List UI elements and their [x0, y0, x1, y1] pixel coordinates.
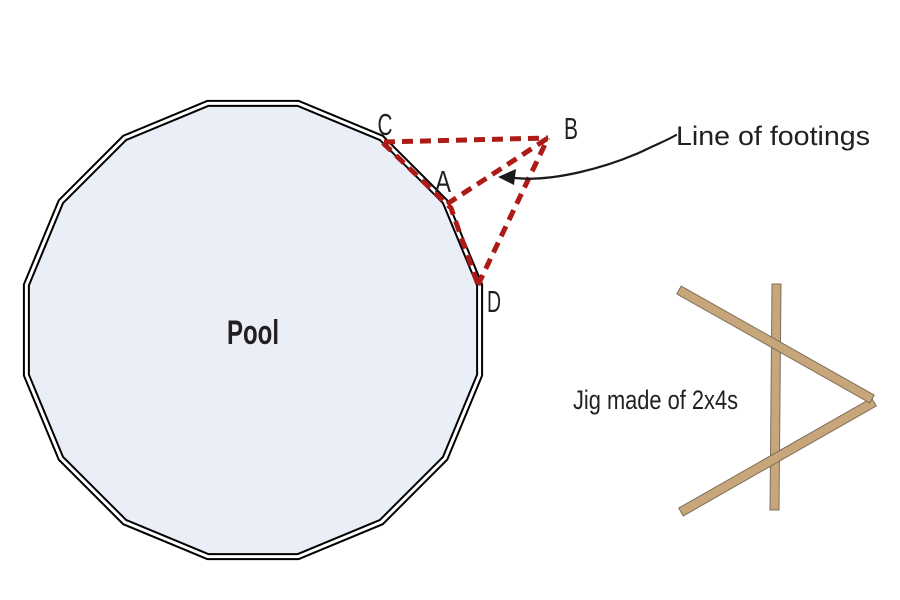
jig-board-lower-diagonal — [678, 397, 877, 517]
point-label-c: C — [378, 107, 393, 142]
pool-label: Pool — [227, 314, 279, 352]
callout-curve — [513, 133, 678, 180]
footings-callout: Line of footings — [498, 121, 870, 185]
footings-label: Line of footings — [676, 121, 870, 151]
point-label-b: B — [564, 111, 578, 146]
point-label-d: D — [487, 284, 501, 319]
point-label-a: A — [435, 164, 451, 199]
jig-label: Jig made of 2x4s — [573, 385, 738, 415]
pool: Pool — [22, 99, 484, 561]
footings-outline-line — [381, 141, 481, 286]
jig-board-vertical — [769, 283, 782, 511]
string-a-to-b — [445, 135, 550, 207]
point-labels: C B A D — [378, 107, 579, 319]
pool-wall-inner — [24, 101, 482, 559]
jig-board-upper-diagonal — [676, 285, 875, 404]
string-d-to-b — [475, 136, 551, 287]
footings-lines — [381, 135, 551, 287]
string-c-to-b — [383, 135, 549, 145]
jig: Jig made of 2x4s — [573, 283, 877, 517]
callout-arrowhead-icon — [498, 169, 516, 185]
